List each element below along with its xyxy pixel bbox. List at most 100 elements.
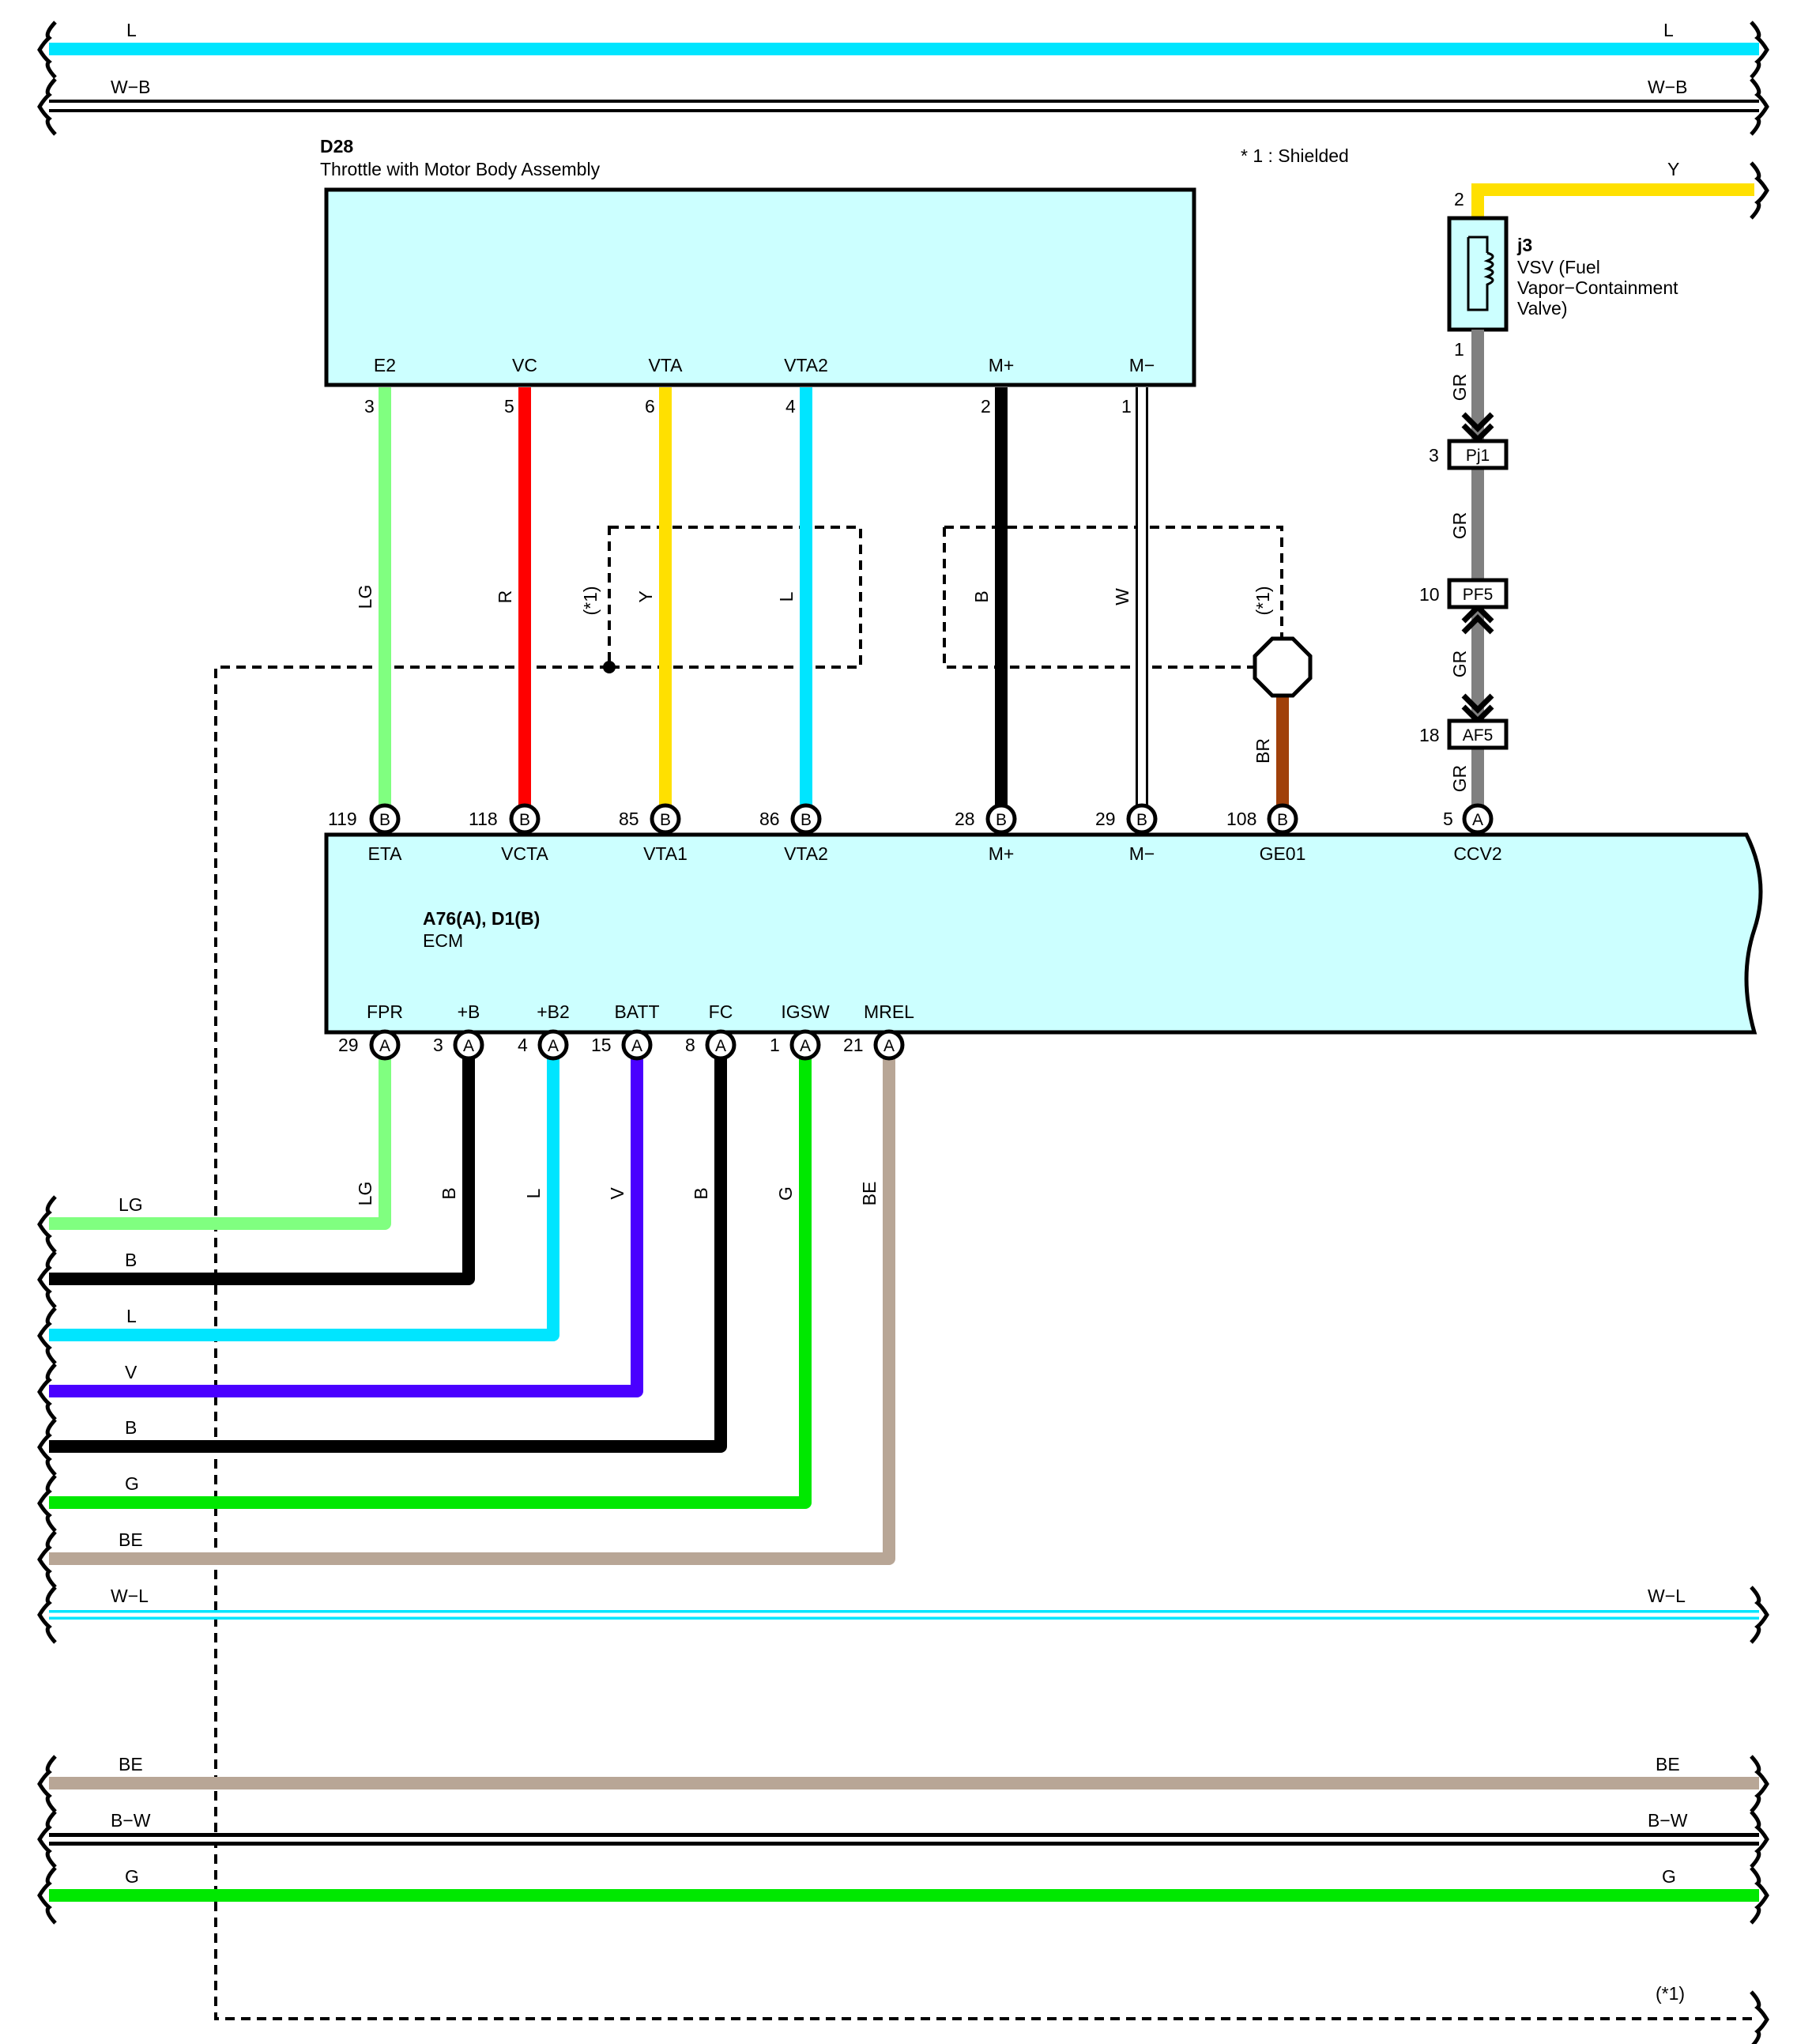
connector-code: AF5 (1463, 726, 1494, 745)
bus-label: B (125, 1417, 137, 1438)
pin-number: 2 (1454, 189, 1464, 209)
pin-name: FPR (367, 1001, 403, 1022)
break-mark (1750, 1990, 1769, 2044)
component-name: Throttle with Motor Body Assembly (320, 159, 601, 179)
pin-number: 1 (770, 1035, 780, 1055)
line-label-left: L (126, 20, 137, 40)
connector-code: Pj1 (1466, 447, 1490, 465)
wire-label: LG (355, 585, 375, 609)
pin-number: 6 (645, 396, 655, 417)
connector-letter: B (379, 811, 390, 829)
ecm-top-pin: B 86 VTA2 (759, 803, 828, 864)
pin-number: 86 (759, 809, 780, 829)
bus-break-marks (37, 1195, 57, 1589)
pin-name: FC (709, 1001, 733, 1022)
connector-letter: A (548, 1037, 559, 1055)
component-code: j3 (1516, 235, 1532, 255)
ecm-top-pin: B 118 VCTA (469, 803, 548, 864)
ground-symbol (1253, 636, 1313, 698)
shield-tag: (*1) (1253, 586, 1273, 615)
connector-letter: A (1472, 811, 1483, 829)
line-label-left: BE (119, 1754, 143, 1774)
wire-label: B (439, 1187, 459, 1199)
ecm-bottom-pins: A 29 A 3 A 4 A 15 A 8 A 1 A 21 (338, 1029, 905, 1061)
pin-number: 8 (685, 1035, 695, 1055)
wire-label: L (523, 1188, 544, 1198)
pin-number: 15 (591, 1035, 612, 1055)
ecm-top-pin: B 28 M+ (955, 803, 1017, 864)
bus-label: G (125, 1473, 139, 1494)
connector-letter: A (379, 1037, 390, 1055)
through-line-l: L L (37, 20, 1769, 79)
component-name-line: VSV (Fuel (1517, 257, 1600, 277)
connector-letter: B (519, 811, 530, 829)
pin-name: VC (512, 355, 537, 375)
connector-letter: A (463, 1037, 474, 1055)
connector-letter: B (1136, 811, 1147, 829)
pin-number: 18 (1419, 725, 1440, 745)
component-j3: Y 2 j3 VSV (Fuel Vapor−Containment Valve… (1447, 159, 1769, 360)
wire-label: GR (1449, 512, 1470, 540)
connector-letter: A (631, 1037, 642, 1055)
connector-pj1: Pj1 3 (1429, 439, 1509, 470)
pin-name: VTA (648, 355, 683, 375)
shield-tag: (*1) (580, 586, 601, 615)
connector-code: PF5 (1463, 586, 1494, 604)
pin-number: 1 (1121, 396, 1132, 417)
wire-label: GR (1449, 765, 1470, 793)
pin-name: M+ (989, 843, 1015, 864)
pin-number: 5 (1443, 809, 1453, 829)
pin-number: 3 (364, 396, 375, 417)
pin-number: 4 (785, 396, 796, 417)
bus-label: V (125, 1362, 138, 1382)
pin-number: 4 (518, 1035, 528, 1055)
pin-number: 119 (328, 809, 357, 829)
wire-label: W (1112, 588, 1132, 605)
component-name: ECM (423, 930, 463, 951)
pin-number: 108 (1226, 809, 1256, 829)
pin-name: VCTA (501, 843, 548, 864)
line-label-left: W−L (111, 1586, 149, 1606)
pin-number: 2 (981, 396, 991, 417)
pin-number: 1 (1454, 339, 1464, 360)
shield-tag: (*1) (1656, 1983, 1685, 2004)
pin-name: BATT (614, 1001, 659, 1022)
ecm-top-pin: B 85 VTA1 (619, 803, 688, 864)
through-line-be: BE BE (37, 1754, 1769, 1813)
top-wires: LG R Y L B W BR (355, 387, 1289, 805)
through-line-w-l: W−L W−L (37, 1586, 1769, 1644)
pin-number: 28 (955, 809, 975, 829)
connector-letter: A (715, 1037, 726, 1055)
through-line-b-w: B−W B−W (37, 1810, 1769, 1869)
pin-name: CCV2 (1453, 843, 1501, 864)
connector-letter: A (883, 1037, 895, 1055)
component-name-line: Vapor−Containment (1517, 277, 1678, 298)
pin-number: 118 (469, 809, 498, 829)
connector-letter: B (1277, 811, 1288, 829)
pin-name: +B (458, 1001, 480, 1022)
pin-name: MREL (864, 1001, 914, 1022)
wire-label: Y (1667, 159, 1679, 179)
pin-name: M− (1129, 843, 1155, 864)
shield-note: * 1 : Shielded (1241, 145, 1349, 166)
pin-number: 3 (433, 1035, 443, 1055)
connector-letter: A (800, 1037, 811, 1055)
line-label-right: W−L (1648, 1586, 1686, 1606)
through-line-w-b: W−B W−B (37, 77, 1769, 136)
line-label-right: G (1662, 1866, 1676, 1887)
pin-number: 5 (504, 396, 514, 417)
pin-name: M+ (989, 355, 1015, 375)
component-ecm: A76(A), D1(B) ECM B 119 ETA B 118 VCTA B… (324, 803, 1763, 1035)
ecm-top-pin: B 29 M− (1095, 803, 1158, 864)
shield-junction (603, 661, 616, 673)
line-label-right: B−W (1648, 1810, 1688, 1831)
pin-name: E2 (374, 355, 396, 375)
bus-label: LG (119, 1194, 143, 1215)
pin-number: 10 (1419, 584, 1440, 605)
shield-lines (214, 526, 1754, 2020)
component-d28: D28 Throttle with Motor Body Assembly * … (320, 136, 1349, 417)
pin-name: +B2 (537, 1001, 570, 1022)
through-line-g: G G (37, 1866, 1769, 1925)
wire-label: GR (1449, 374, 1470, 402)
